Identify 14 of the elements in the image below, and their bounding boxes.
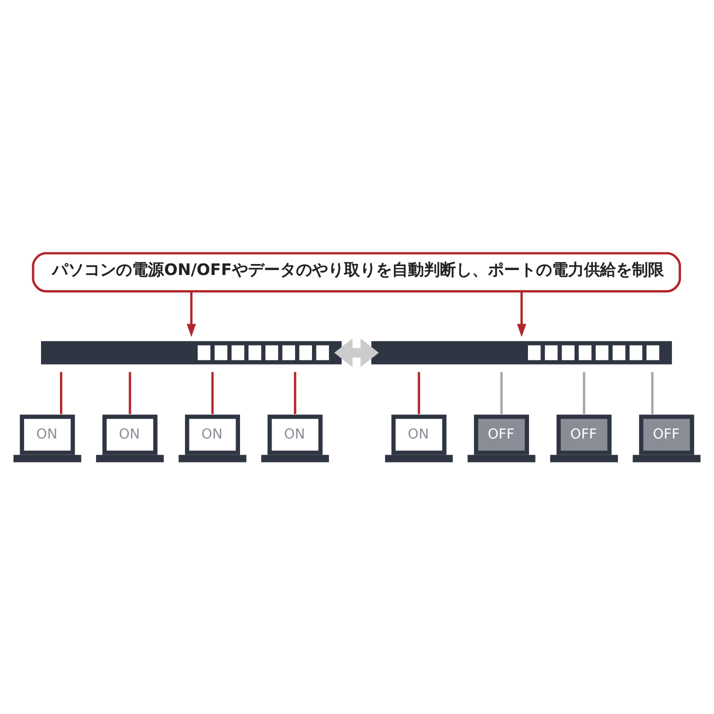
- connector: [128, 372, 132, 414]
- arrow: [334, 338, 379, 367]
- arrow: [186, 290, 196, 337]
- node-box: パソコンの電源ON/OFFやデータのやり取りを自動判断し、ポートの電力供給を制限: [32, 252, 682, 292]
- node-box: [371, 340, 672, 364]
- node-box: [41, 340, 342, 364]
- connector: [651, 372, 654, 414]
- connector: [60, 372, 62, 414]
- connector: [294, 372, 296, 414]
- connector: [582, 372, 586, 414]
- connector: [500, 372, 503, 414]
- connector: [211, 372, 214, 414]
- connector: [418, 372, 420, 414]
- arrow: [517, 290, 526, 337]
